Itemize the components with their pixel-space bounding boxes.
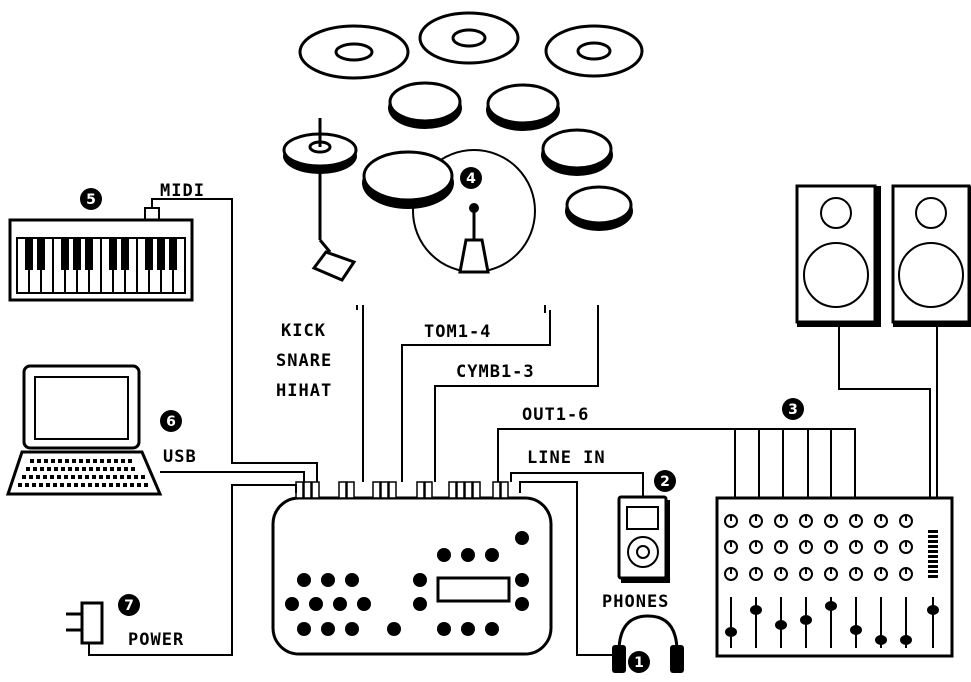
laptop	[5, 364, 163, 496]
mp3-player	[617, 495, 670, 583]
label-power: POWER	[128, 630, 184, 650]
snare	[362, 150, 454, 209]
label-midi: MIDI	[160, 181, 205, 201]
callout-6-text: 6	[166, 414, 176, 430]
speaker-right	[891, 184, 971, 327]
callout-5-text: 5	[86, 192, 96, 208]
callout-1: 1	[628, 651, 650, 673]
label-hihat: HIHAT	[276, 381, 332, 401]
label-snare: SNARE	[276, 351, 332, 371]
speaker-left	[795, 184, 881, 327]
callout-7-text: 7	[124, 598, 134, 614]
callout-5: 5	[80, 188, 102, 210]
power-adapter	[66, 601, 104, 645]
label-cymb: CYMB1-3	[456, 362, 535, 382]
tom-3	[541, 128, 613, 176]
tom-4	[565, 185, 633, 231]
headphones	[612, 614, 684, 673]
midi-keyboard	[8, 207, 194, 302]
callout-4-text: 4	[466, 171, 476, 187]
cymbal-2	[418, 11, 520, 65]
label-tom: TOM1-4	[424, 322, 491, 342]
tom-2	[486, 83, 560, 131]
callout-3: 3	[782, 398, 804, 420]
mixer	[715, 496, 954, 658]
cymbal-3	[544, 24, 644, 78]
callout-3-text: 3	[788, 402, 798, 418]
callout-6: 6	[160, 410, 182, 432]
callout-2-text: 2	[660, 474, 670, 490]
callout-4: 4	[460, 167, 482, 189]
hihat	[282, 118, 358, 282]
tom-1	[388, 81, 462, 129]
label-usb: USB	[163, 447, 197, 467]
label-out: OUT1-6	[522, 405, 589, 425]
drum-module	[271, 481, 553, 656]
callout-1-text: 1	[634, 655, 644, 671]
callout-7: 7	[118, 594, 140, 616]
label-phones: PHONES	[602, 592, 669, 612]
callout-2: 2	[654, 470, 676, 492]
cables	[88, 198, 938, 656]
label-line-in: LINE IN	[527, 448, 606, 468]
cymbal-1	[298, 24, 410, 80]
label-kick: KICK	[281, 321, 326, 341]
